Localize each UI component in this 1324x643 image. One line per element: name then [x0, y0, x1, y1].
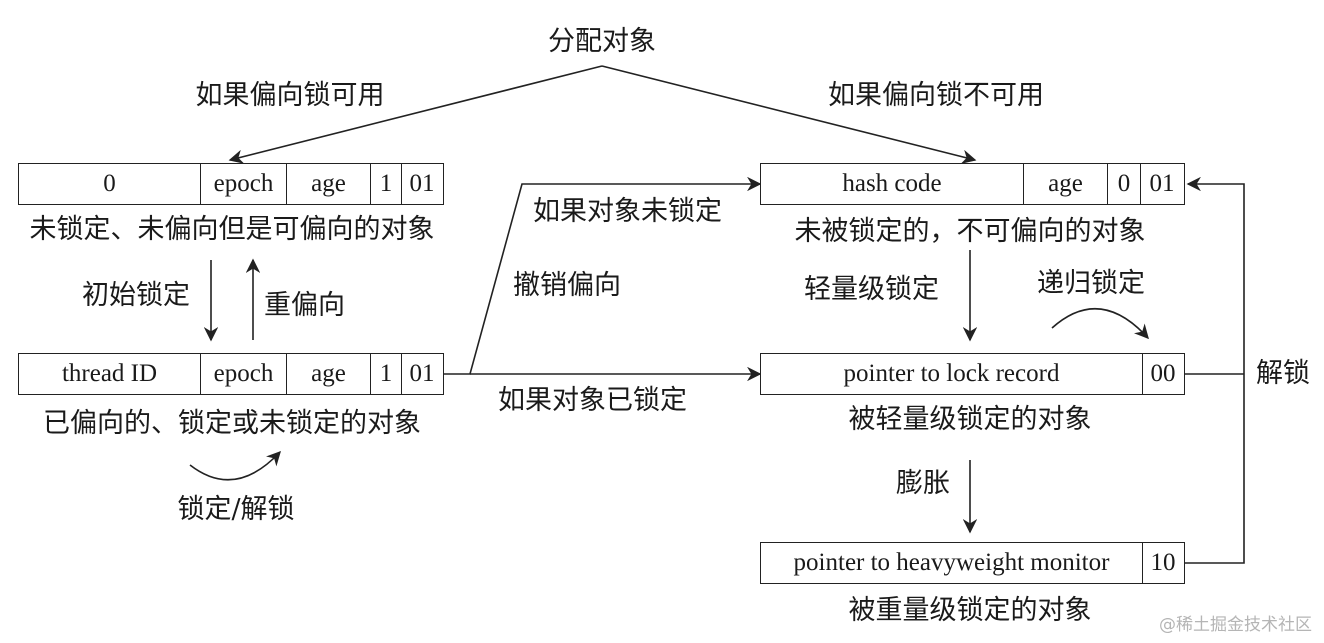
- field-biased-flag: 0: [1108, 164, 1141, 204]
- field-epoch: epoch: [201, 164, 287, 204]
- field-zero: 0: [19, 164, 201, 204]
- field-lock-bits: 01: [409, 170, 435, 197]
- bias-available-label: 如果偏向锁可用: [195, 80, 385, 111]
- biased-object-box: thread ID epoch age 1 01: [18, 353, 444, 395]
- field-lock-bits: 01: [409, 360, 435, 387]
- if-unlocked-label: 如果对象未锁定: [533, 196, 722, 227]
- recursive-lock-label: 递归锁定: [1037, 268, 1145, 299]
- lightweight-locked-caption: 被轻量级锁定的对象: [848, 404, 1092, 435]
- heavyweight-locked-box: pointer to heavyweight monitor 10: [760, 542, 1185, 584]
- field-biased-flag: 1: [371, 354, 402, 394]
- field-thread-id: thread ID: [19, 354, 201, 394]
- field-age: age: [287, 354, 371, 394]
- edge-alloc-right: [601, 65, 977, 164]
- field-biased-flag: 1: [371, 164, 402, 204]
- revoke-bias-label: 撤销偏向: [513, 270, 621, 301]
- lightweight-lock-label: 轻量级锁定: [804, 274, 939, 305]
- heavyweight-locked-caption: 被重量级锁定的对象: [848, 595, 1092, 626]
- unlocked-object-caption: 未被锁定的，不可偏向的对象: [794, 216, 1146, 247]
- field-lock-bits: 01: [1149, 170, 1175, 197]
- watermark: @稀土掘金技术社区: [1159, 615, 1312, 635]
- field-epoch: epoch: [201, 354, 287, 394]
- unbiased-object-caption: 未锁定、未偏向但是可偏向的对象: [29, 214, 435, 245]
- if-locked-label: 如果对象已锁定: [498, 385, 687, 416]
- inflate-label: 膨胀: [896, 468, 950, 499]
- unlocked-object-box: hash code age 0 01: [760, 163, 1185, 205]
- unlock-label: 解锁: [1256, 358, 1310, 389]
- field-monitor-pointer: pointer to heavyweight monitor: [761, 543, 1143, 583]
- edge-if-unlocked: [444, 176, 762, 375]
- edge-lock-unlock-loop: [189, 450, 281, 481]
- initial-lock-label: 初始锁定: [82, 280, 190, 311]
- edge-alloc-left: [228, 65, 603, 164]
- field-age: age: [287, 164, 371, 204]
- lock-unlock-label: 锁定/解锁: [177, 494, 295, 525]
- rebias-label: 重偏向: [264, 290, 345, 321]
- biased-object-caption: 已偏向的、锁定或未锁定的对象: [43, 408, 421, 439]
- lightweight-locked-box: pointer to lock record 00: [760, 353, 1185, 395]
- field-hash-code: hash code: [761, 164, 1024, 204]
- field-lock-bits: 10: [1150, 549, 1176, 576]
- alloc-object-label: 分配对象: [548, 26, 656, 57]
- field-age: age: [1024, 164, 1108, 204]
- edge-recursive-lock: [1051, 308, 1149, 340]
- bias-unavailable-label: 如果偏向锁不可用: [828, 80, 1044, 111]
- unbiased-object-box: 0 epoch age 1 01: [18, 163, 444, 205]
- field-lock-bits: 00: [1150, 360, 1176, 387]
- field-lock-record-pointer: pointer to lock record: [761, 354, 1143, 394]
